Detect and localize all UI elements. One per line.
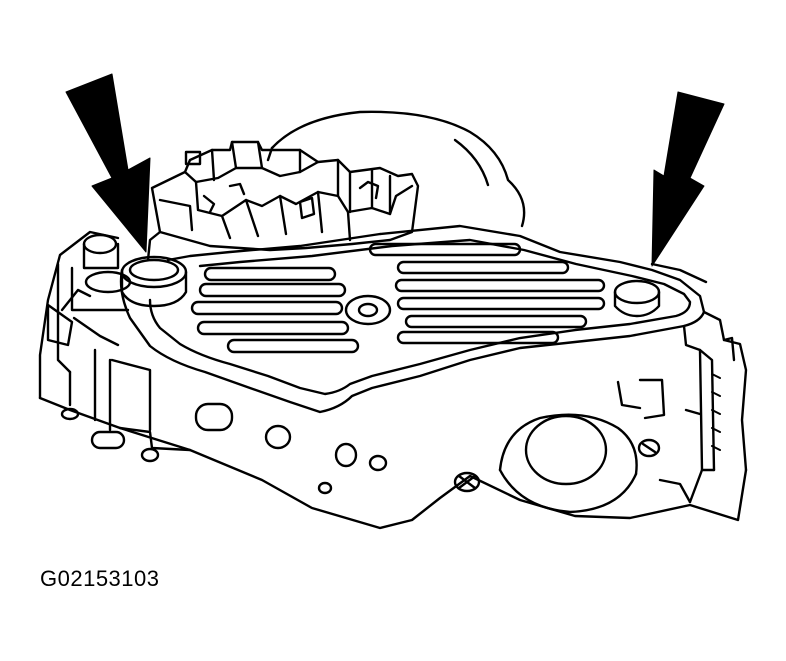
right-casing (616, 262, 748, 504)
lower-bore (498, 413, 638, 514)
right-arrow-icon (651, 91, 725, 267)
figure-code: G02153103 (40, 566, 160, 591)
case-holes (60, 402, 388, 495)
housing-outline (38, 230, 748, 530)
right-filter-seal (613, 279, 661, 318)
bolts (453, 438, 661, 493)
valve-body (146, 140, 420, 262)
left-arrow-icon (65, 73, 151, 253)
left-filter-seal (120, 255, 188, 308)
oil-filter-screen (119, 224, 706, 414)
